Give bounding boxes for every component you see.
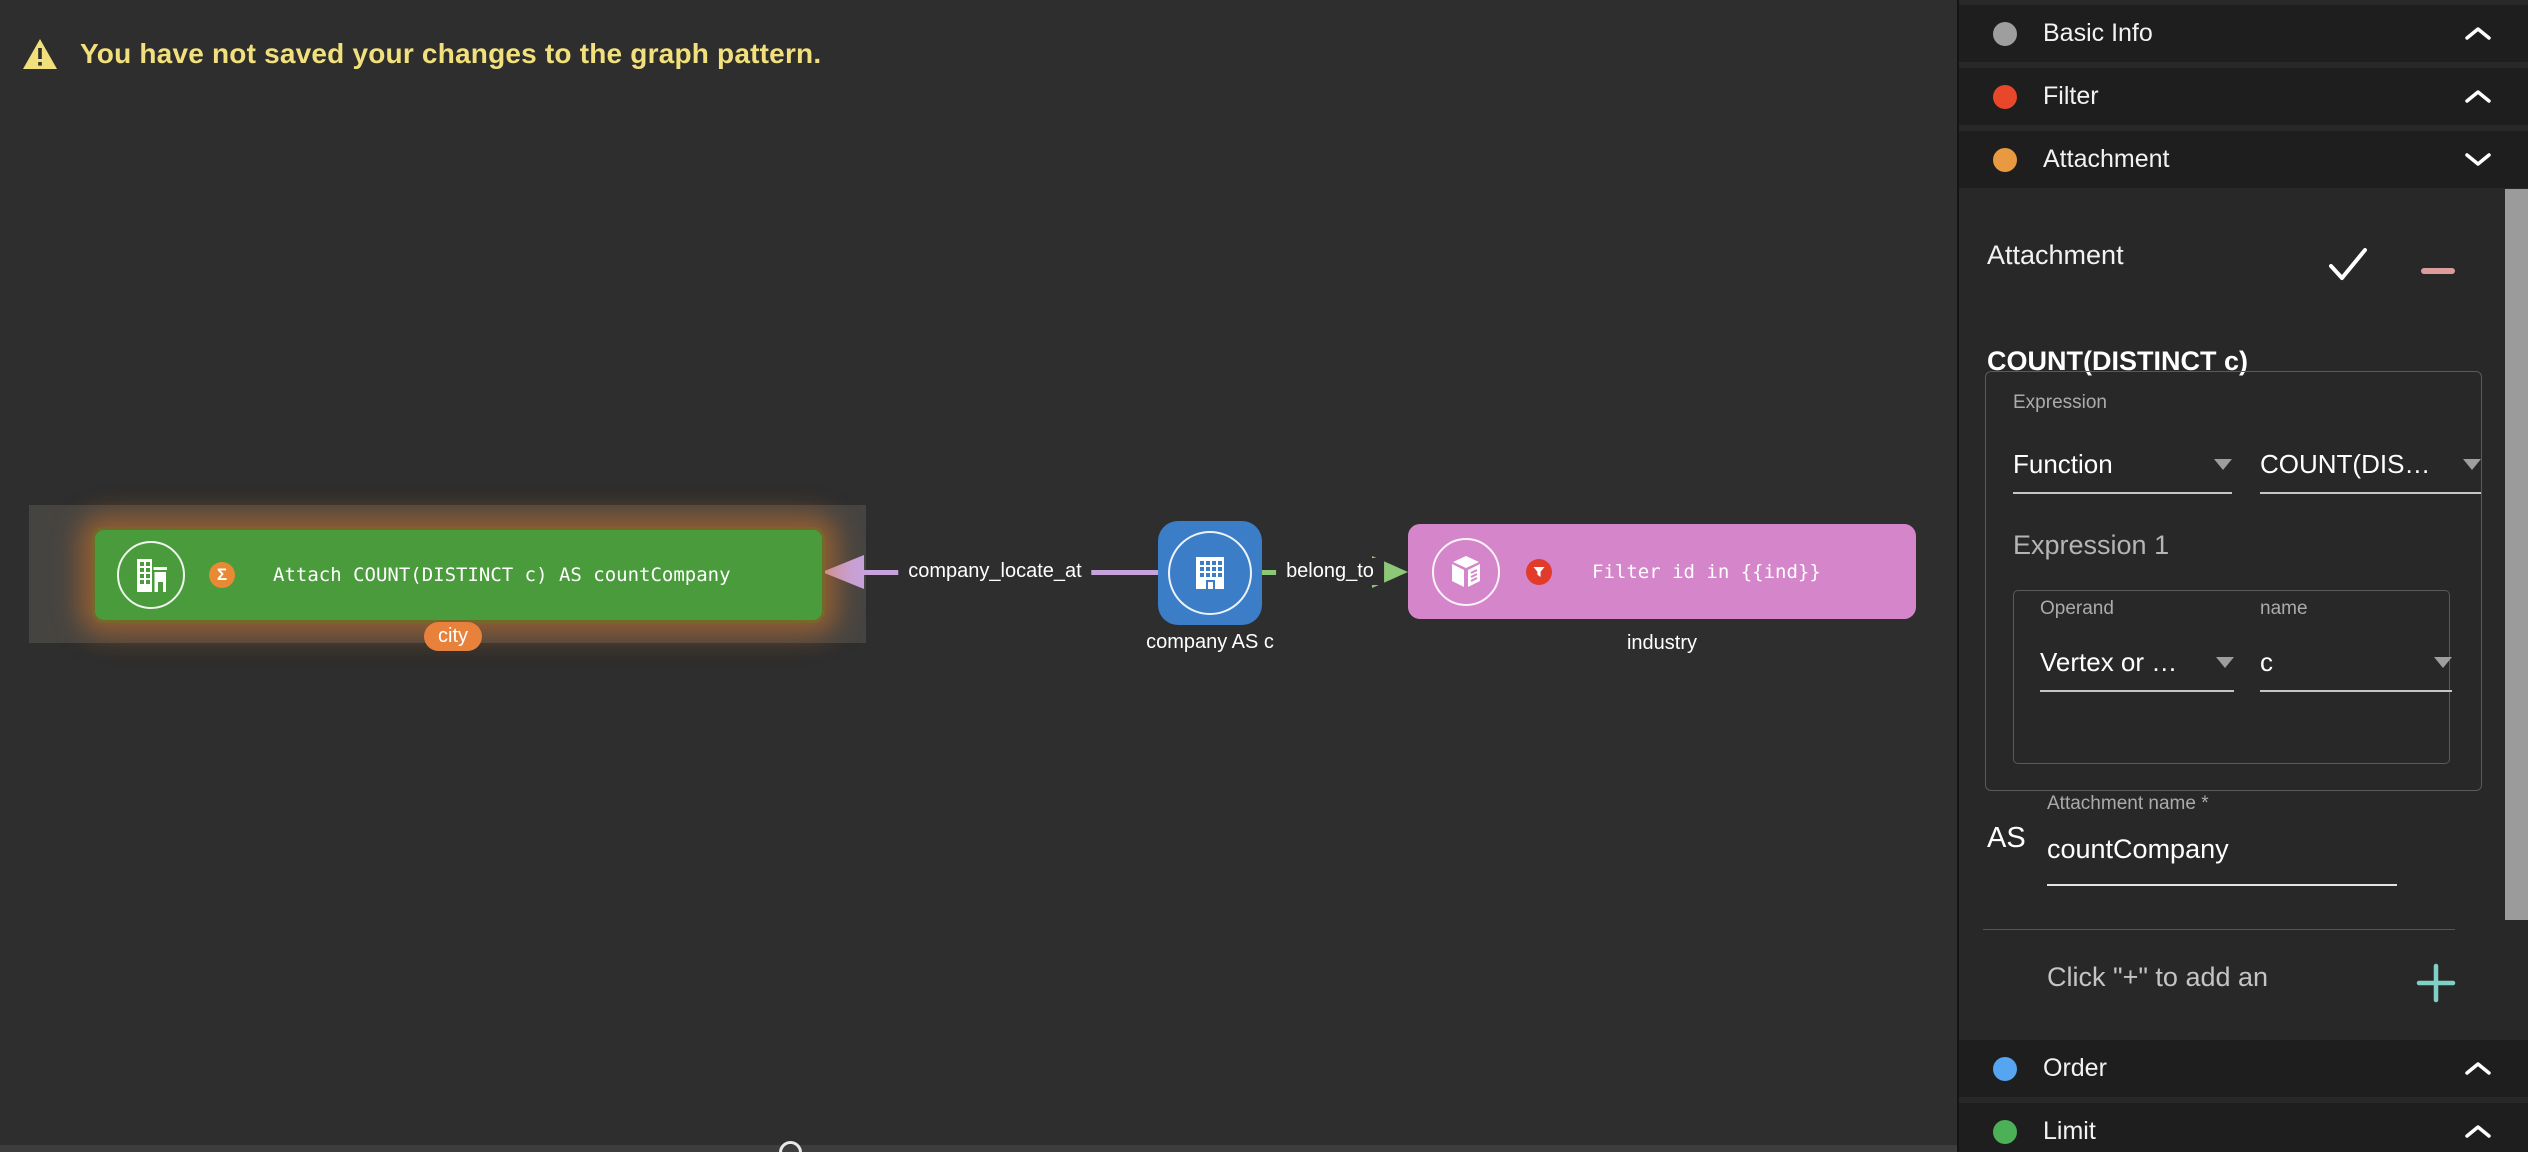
node-company[interactable] — [1158, 521, 1262, 625]
expression-function-select[interactable]: COUNT(DIS… — [2260, 436, 2481, 494]
operand-label: Operand — [2040, 598, 2114, 619]
company-building-icon — [1168, 531, 1252, 615]
panel-divider — [1983, 929, 2455, 930]
expression-type-select[interactable]: Function — [2013, 436, 2232, 494]
city-vertex-tag: city — [424, 622, 482, 651]
sidebar-scrollbar-thumb[interactable] — [2505, 189, 2528, 920]
attachment-panel-title: Attachment — [1987, 240, 2124, 270]
dropdown-caret-icon — [2216, 656, 2234, 668]
accordion-label: Limit — [2043, 1117, 2096, 1145]
industry-box-icon — [1432, 537, 1500, 606]
expression-function-value: COUNT(DIS… — [2260, 448, 2431, 479]
clipped-node-icon — [779, 1141, 802, 1152]
attachment-name-input[interactable]: countCompany — [2047, 834, 2229, 864]
chevron-up-icon — [2465, 1062, 2491, 1075]
node-industry[interactable]: Filter id in {{ind}} — [1408, 524, 1916, 619]
chevron-down-icon — [2465, 153, 2491, 166]
basic-info-dot — [1993, 21, 2017, 46]
chevron-up-icon — [2465, 90, 2491, 103]
accordion-limit[interactable]: Limit — [1959, 1103, 2528, 1152]
chevron-up-icon — [2465, 27, 2491, 40]
remove-minus-icon[interactable] — [2421, 268, 2455, 274]
accordion-label: Filter — [2043, 82, 2099, 110]
warning-text: You have not saved your changes to the g… — [80, 38, 822, 69]
expression1-group-box — [2013, 590, 2450, 764]
limit-dot — [1993, 1119, 2017, 1144]
chevron-up-icon — [2465, 1125, 2491, 1138]
attachment-name-underline — [2047, 884, 2397, 886]
graph-canvas[interactable]: You have not saved your changes to the g… — [0, 0, 1957, 1152]
edge-company-locate-at-arrowhead — [822, 555, 864, 589]
as-keyword: AS — [1987, 822, 2026, 854]
company-node-label: company AS c — [1146, 631, 1274, 653]
expression-label: Expression — [2013, 392, 2107, 413]
warning-triangle-icon — [23, 39, 57, 69]
operand-type-value: Vertex or … — [2040, 646, 2178, 677]
add-plus-icon[interactable] — [2415, 962, 2457, 1004]
canvas-horizontal-scrollbar[interactable] — [0, 1145, 1957, 1152]
unsaved-changes-warning: You have not saved your changes to the g… — [22, 38, 821, 70]
operand-name-label: name — [2260, 598, 2308, 619]
expression-group-box — [1985, 371, 2482, 791]
accordion-order[interactable]: Order — [1959, 1040, 2528, 1097]
accordion-label: Order — [2043, 1054, 2107, 1082]
expression1-label: Expression 1 — [2013, 530, 2170, 560]
dropdown-caret-icon — [2214, 458, 2232, 470]
expression-type-value: Function — [2013, 448, 2113, 479]
edge-label-belong-to[interactable]: belong_to — [1276, 558, 1384, 585]
order-dot — [1993, 1056, 2017, 1081]
filter-expression-text: Filter id in {{ind}} — [1592, 560, 1821, 583]
add-attachment-hint: Click "+" to add an — [2047, 962, 2269, 992]
attach-expression-text: Attach COUNT(DISTINCT c) AS countCompany — [273, 564, 731, 586]
accordion-label: Attachment — [2043, 145, 2170, 173]
dropdown-caret-icon — [2463, 458, 2481, 470]
accordion-basic-info[interactable]: Basic Info — [1959, 5, 2528, 62]
operand-name-value: c — [2260, 646, 2273, 677]
attachment-dot — [1993, 147, 2017, 172]
industry-node-label: industry — [1626, 632, 1698, 654]
filter-funnel-badge — [1526, 558, 1552, 585]
attachment-name-label: Attachment name * — [2047, 793, 2209, 814]
node-city[interactable]: Σ Attach COUNT(DISTINCT c) AS countCompa… — [92, 527, 825, 623]
funnel-icon — [1533, 566, 1545, 577]
city-buildings-icon — [117, 541, 185, 609]
operand-name-select[interactable]: c — [2260, 634, 2452, 692]
accordion-label: Basic Info — [2043, 19, 2153, 47]
operand-type-select[interactable]: Vertex or … — [2040, 634, 2234, 692]
accordion-attachment[interactable]: Attachment — [1959, 131, 2528, 188]
edge-label-company-locate-at[interactable]: company_locate_at — [898, 558, 1092, 585]
properties-sidebar: Basic Info Filter Attachment Attachment … — [1957, 0, 2528, 1152]
dropdown-caret-icon — [2434, 656, 2452, 668]
accordion-filter[interactable]: Filter — [1959, 68, 2528, 125]
confirm-check-icon[interactable] — [2327, 246, 2369, 282]
filter-dot — [1993, 84, 2017, 109]
aggregation-sigma-badge: Σ — [209, 562, 235, 588]
